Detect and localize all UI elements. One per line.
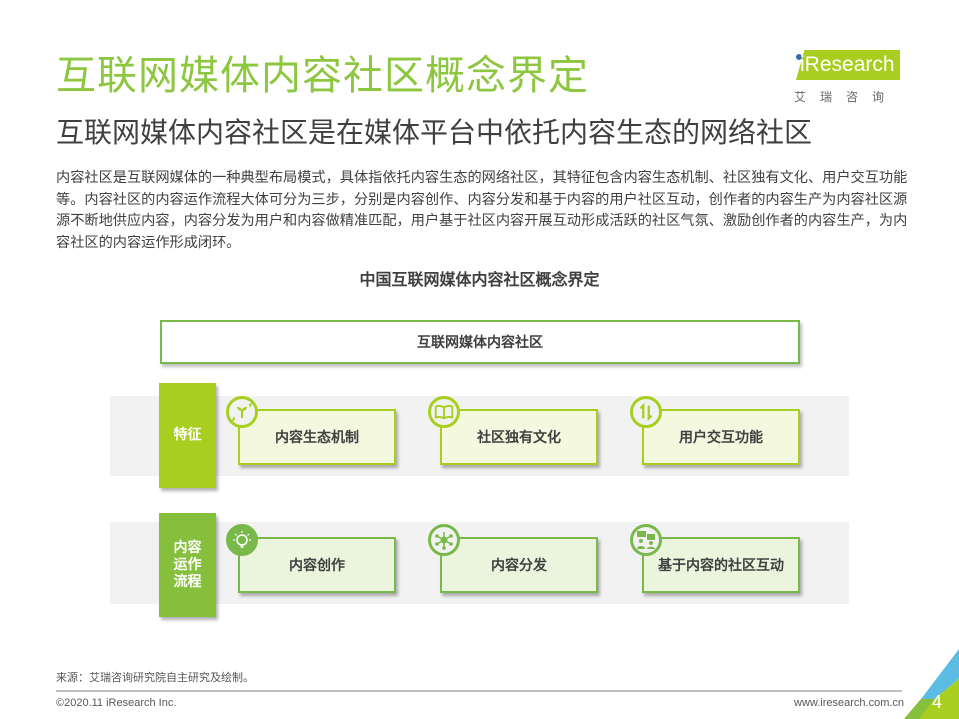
process-card-creation: 内容创作 [238,537,396,593]
diagram-title: 中国互联网媒体内容社区概念界定 [359,270,600,289]
process-card-distribution: 内容分发 [440,537,598,593]
website-link[interactable]: www.iresearch.com.cn [794,697,905,709]
exchange-arrows-icon [630,396,662,428]
people-chat-icon [630,524,662,556]
feature-card-interaction: 用户交互功能 [642,409,800,465]
process-card-community-interaction: 基于内容的社区互动 [642,537,800,593]
page-number: 4 [932,692,943,712]
row-label-process: 内容 运作 流程 [159,513,216,617]
source-note: 来源：艾瑞咨询研究院自主研究及绘制。 [56,671,254,684]
logo-tag-shape [796,50,900,80]
logo-brand-cn: 艾瑞咨询 [794,90,899,104]
corner-decoration [904,649,959,719]
feature-card-ecosystem: 内容生态机制 [238,409,396,465]
footer-divider [56,690,902,692]
iresearch-logo: iResearch 艾瑞咨询 [786,50,916,110]
feature-card-culture: 社区独有文化 [440,409,598,465]
book-icon [428,396,460,428]
lightbulb-icon [226,524,258,556]
copyright: ©2020.11 iResearch Inc. [56,697,177,709]
page-title: 互联网媒体内容社区概念界定 [56,53,589,99]
root-concept-box: 互联网媒体内容社区 [160,320,800,364]
sprout-cycle-icon [226,396,258,428]
logo-dot [796,54,802,60]
network-hub-icon [428,524,460,556]
row-label-features: 特征 [159,383,216,488]
intro-paragraph: 内容社区是互联网媒体的一种典型布局模式，具体指依托内容生态的网络社区，其特征包含… [56,170,908,251]
page-subtitle: 互联网媒体内容社区是在媒体平台中依托内容生态的网络社区 [56,116,813,149]
logo-brand: iResearch [800,53,895,76]
